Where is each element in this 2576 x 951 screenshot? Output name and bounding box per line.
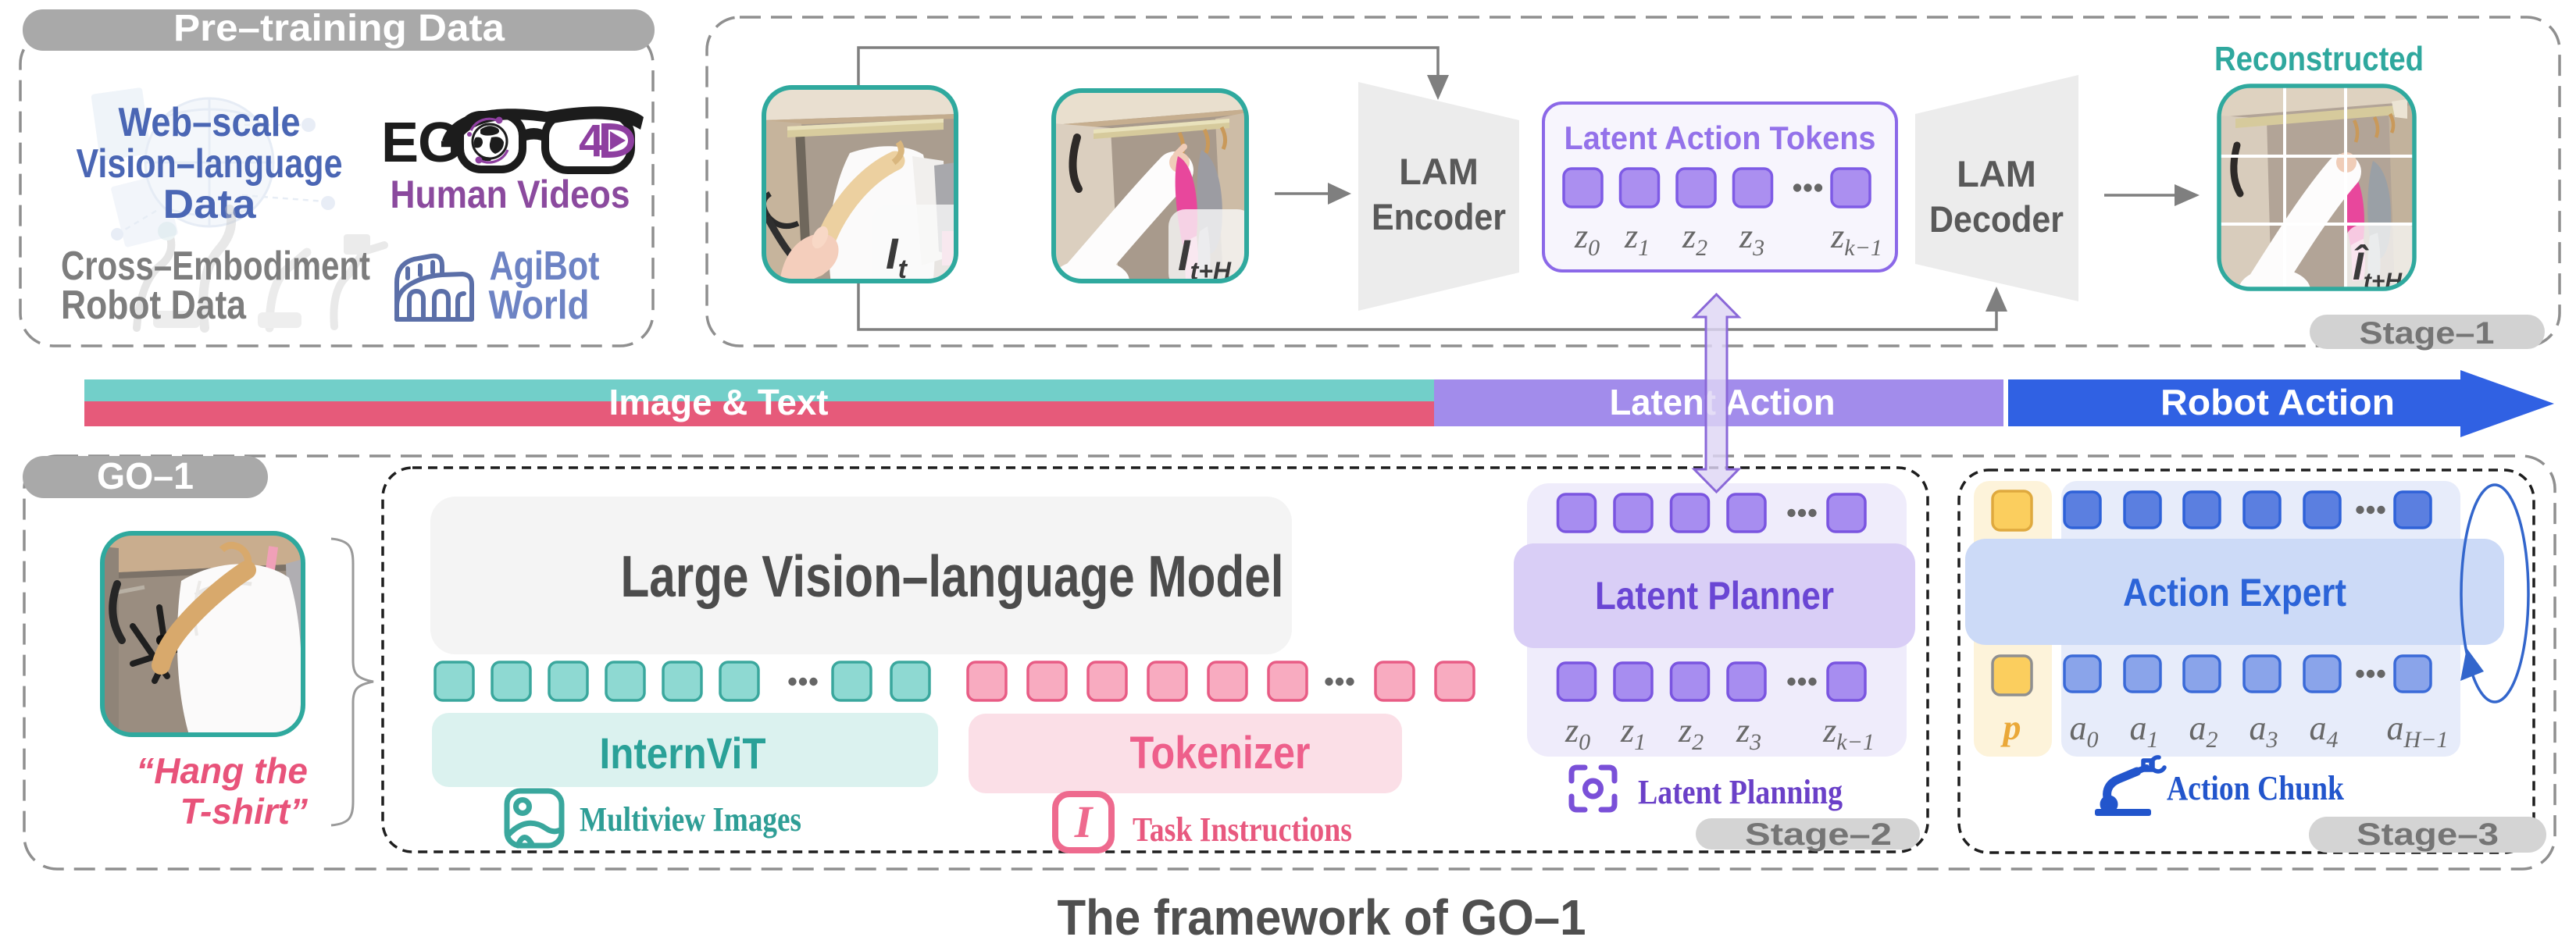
svg-text:The framework of GO–1: The framework of GO–1 [1058,889,1586,946]
svg-text:Action Expert: Action Expert [2123,571,2346,614]
svg-text:Encoder: Encoder [1372,196,1506,237]
svg-text:Task Instructions: Task Instructions [1133,810,1352,849]
svg-text:Latent Planning: Latent Planning [1638,773,1843,811]
svg-text:a4: a4 [2310,709,2339,753]
svg-text:Cross–Embodiment: Cross–Embodiment [61,244,370,289]
svg-text:LAM: LAM [1399,151,1479,192]
svg-text:T-shirt”: T-shirt” [180,791,308,832]
svg-text:Stage–2: Stage–2 [1745,817,1892,852]
svg-text:Stage–1: Stage–1 [2360,316,2495,351]
svg-text:EG: EG [381,112,461,174]
svg-text:Stage–3: Stage–3 [2357,817,2499,852]
svg-text:Large Vision–language Model: Large Vision–language Model [621,543,1284,609]
svg-text:AgiBot: AgiBot [490,244,600,289]
svg-text:Human Videos: Human Videos [391,173,630,216]
svg-text:Robot Data: Robot Data [61,283,247,328]
svg-text:Latent Action Tokens: Latent Action Tokens [1565,119,1876,156]
svg-text:Pre–training Data: Pre–training Data [173,8,505,49]
svg-text:InternViT: InternViT [600,728,766,778]
svg-text:World: World [489,283,590,328]
svg-text:GO–1: GO–1 [97,456,194,497]
svg-text:Data: Data [163,182,257,227]
svg-text:Latent Planner: Latent Planner [1595,574,1834,618]
svg-text:4: 4 [579,116,604,166]
svg-text:“Hang the: “Hang the [136,750,308,791]
svg-text:I: I [1074,796,1094,847]
svg-text:Multiview Images: Multiview Images [580,800,801,839]
svg-text:p: p [2000,707,2021,747]
svg-text:LAM: LAM [1957,153,2036,194]
svg-text:Vision–language: Vision–language [77,141,343,187]
svg-text:Reconstructed: Reconstructed [2214,40,2424,78]
svg-text:Tokenizer: Tokenizer [1130,728,1311,778]
svg-text:Web–scale: Web–scale [119,100,301,145]
svg-text:It: It [886,229,908,284]
svg-text:Decoder: Decoder [1929,198,2064,240]
svg-text:Robot Action: Robot Action [2160,382,2395,422]
svg-text:Image & Text: Image & Text [609,382,829,422]
svg-text:Action Chunk: Action Chunk [2167,769,2344,807]
